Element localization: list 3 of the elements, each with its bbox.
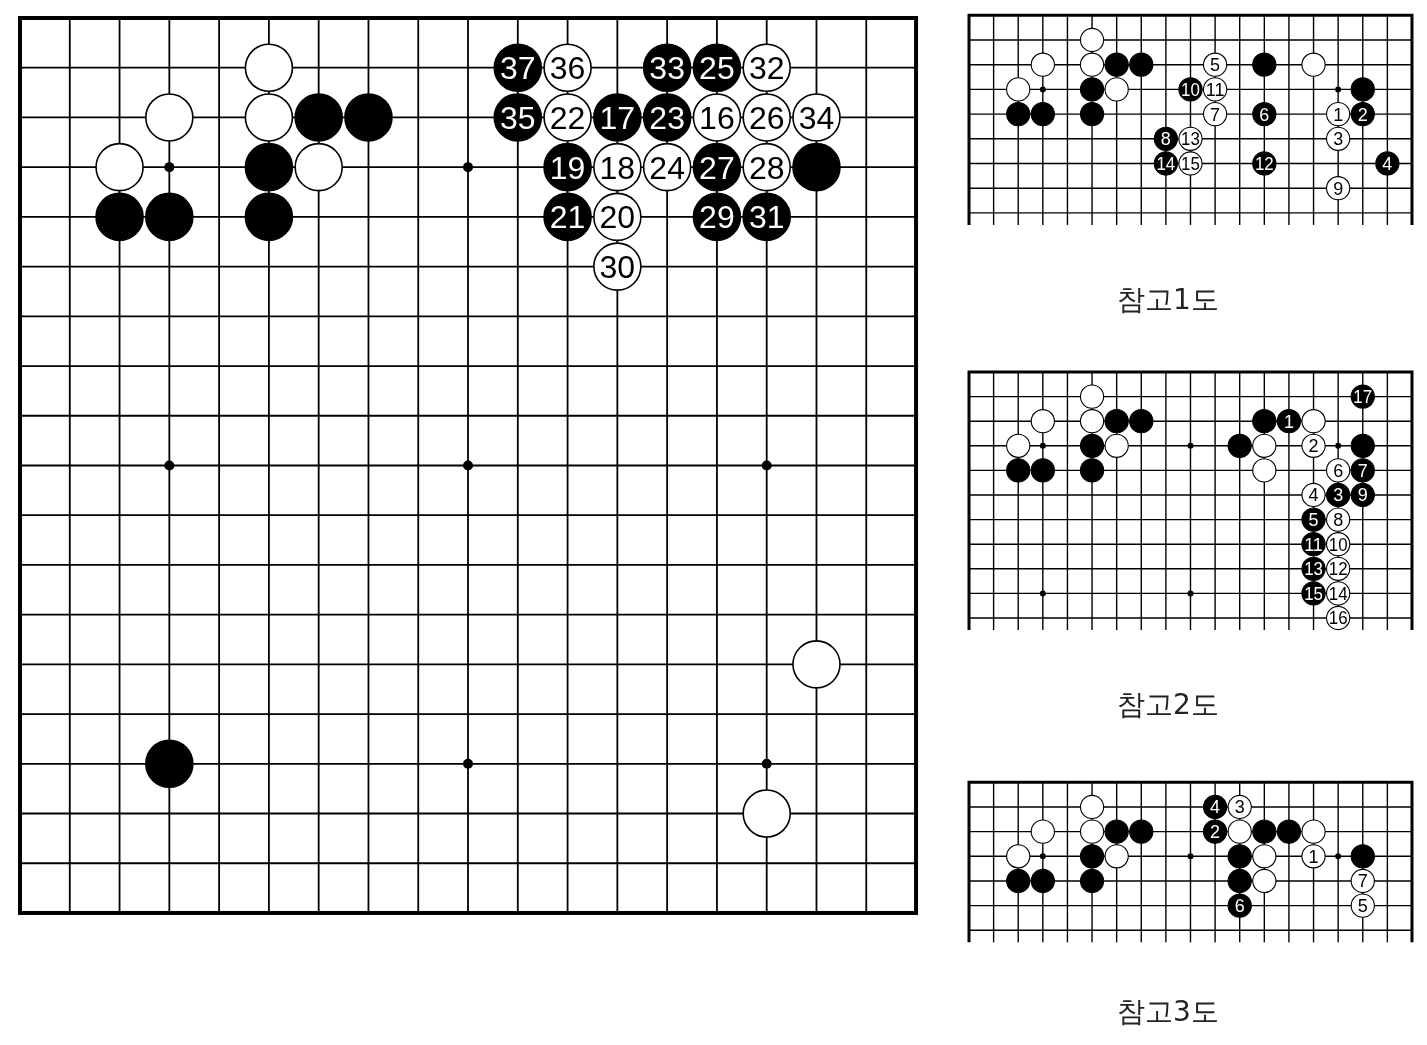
figure-caption: 참고1도 bbox=[1117, 283, 1219, 317]
figure-caption: 참고2도 bbox=[1117, 688, 1219, 722]
figure-caption: 참고3도 bbox=[1117, 995, 1219, 1029]
